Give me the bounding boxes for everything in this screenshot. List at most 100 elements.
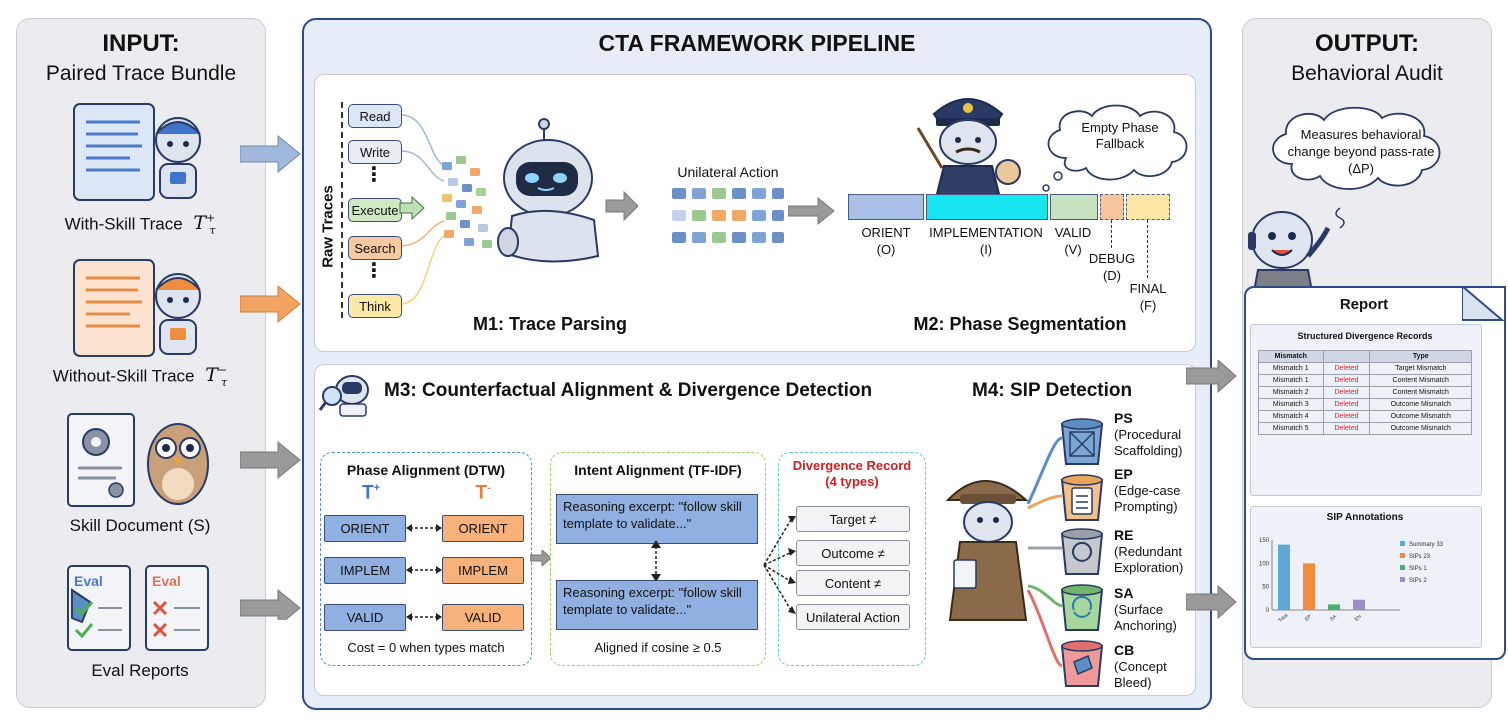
divergence-records-title: Structured Divergence Records — [1297, 331, 1433, 341]
chart-bar — [1278, 544, 1290, 610]
with-skill-trace-illustration — [73, 103, 201, 201]
arrow-right-icon — [1186, 360, 1237, 394]
divergence-content: Content ≠ — [796, 570, 910, 596]
bin-ps-icon — [1060, 418, 1104, 465]
phase-chip-plus: ORIENT — [324, 515, 406, 542]
eval-reports-label: Eval Reports — [91, 661, 189, 680]
legend-label: Summary 33 — [1409, 542, 1444, 548]
legend-swatch — [1400, 553, 1405, 558]
intent-link — [651, 540, 661, 582]
sip-ep-code: EP — [1114, 466, 1133, 482]
input-subtitle: Paired Trace Bundle — [45, 62, 237, 85]
action-write: Write — [348, 140, 402, 164]
action-search: Search — [348, 236, 402, 260]
unilateral-action-label: Unilateral Action — [677, 164, 779, 180]
eval-pass-document-icon: Eval — [67, 565, 131, 651]
input-title: INPUT: — [102, 30, 180, 57]
phase-segmentation-illustration — [916, 98, 1021, 198]
phase-orient — [848, 194, 924, 220]
m2-title: M2: Phase Segmentation — [913, 314, 1127, 334]
bin-re-icon — [1060, 528, 1104, 575]
arrow-right-icon — [240, 284, 301, 324]
legend-swatch — [1400, 541, 1405, 546]
divergence-outcome: Outcome ≠ — [796, 540, 910, 566]
phase-final — [1126, 194, 1170, 220]
table-header: Type — [1369, 350, 1472, 363]
with-skill-trace-label: With-Skill Trace T+τ — [64, 212, 216, 238]
phase-valid — [1050, 194, 1098, 220]
phase-orient-label: ORIENT(O) — [861, 225, 911, 257]
action-read: Read — [348, 104, 402, 128]
arrow-right-icon — [240, 588, 301, 620]
phase-alignment-note: Cost = 0 when types match — [347, 640, 505, 655]
sip-sa-code: SA — [1114, 585, 1134, 601]
empty-phase-fallback-text: Empty Phase Fallback — [1081, 120, 1159, 151]
sip-ps-code: PS — [1114, 410, 1133, 426]
detective-robot-icon — [318, 375, 369, 417]
bin-ep-icon — [1060, 474, 1104, 521]
parsing-robot-icon — [497, 118, 600, 263]
m4-title: M4: SIP Detection — [972, 380, 1133, 401]
table-header — [1322, 350, 1371, 363]
legend-label: SIPs 1 — [1409, 566, 1427, 572]
output-arrows — [1186, 360, 1237, 620]
skill-document-label: Skill Document (S) — [69, 516, 211, 535]
phase-chip-plus: IMPLEM — [324, 557, 406, 584]
legend-label: SIPs 23 — [1409, 554, 1431, 560]
action-ellipsis: ⋮ — [364, 164, 384, 186]
x-tick-label: SA — [1329, 613, 1338, 622]
debug-leader — [1111, 220, 1112, 248]
report-page-fold-icon — [1462, 286, 1504, 321]
raw-traces-label: Raw Traces — [319, 185, 337, 268]
arrow-right-icon — [240, 440, 301, 480]
chart-bar — [1353, 599, 1365, 610]
robot-worker-icon — [155, 273, 201, 355]
arrow-right-icon — [399, 195, 425, 221]
m1-title: M1: Trace Parsing — [472, 314, 628, 334]
action-execute: Execute — [348, 198, 402, 222]
phase-implementation-label: IMPLEMENTATION(I) — [929, 225, 1043, 257]
bin-sa-icon — [1060, 584, 1104, 631]
intent-alignment-note: Aligned if cosine ≥ 0.5 — [594, 640, 722, 655]
phase-debug — [1100, 194, 1124, 220]
arrow-right-icon — [240, 134, 301, 174]
robot-mechanic-icon — [155, 117, 201, 199]
phase-alignment-title: Phase Alignment (DTW) — [346, 462, 506, 478]
divergence-target: Target ≠ — [796, 506, 910, 532]
final-leader — [1147, 220, 1148, 278]
action-ellipsis: ⋮ — [364, 260, 384, 282]
x-tick-label: EP — [1304, 613, 1313, 622]
raw-traces-divider — [341, 102, 343, 318]
intent-alignment-box — [550, 452, 766, 666]
output-title: OUTPUT: — [1315, 30, 1419, 57]
sip-annotations-title: SIP Annotations — [1326, 512, 1404, 523]
divergence-branches — [763, 516, 796, 614]
eval-reports-illustration: Eval Eval — [67, 565, 209, 651]
phase-chip-minus: ORIENT — [442, 515, 524, 542]
conductor-robot-icon — [916, 98, 1021, 198]
chart-bar — [1328, 604, 1340, 610]
legend-label: SIPs 2 — [1409, 578, 1427, 584]
legend-swatch — [1400, 577, 1405, 582]
reasoning-excerpt-minus: Reasoning excerpt: "follow skill templat… — [556, 580, 758, 630]
phase-final-label: FINAL(F) — [1129, 281, 1167, 313]
m3-title: M3: Counterfactual Alignment & Divergenc… — [384, 380, 873, 401]
arrow-right-icon — [788, 196, 835, 226]
reasoning-excerpt-plus: Reasoning excerpt: "follow skill templat… — [556, 494, 758, 544]
alignment-links — [406, 524, 442, 621]
input-arrows — [240, 134, 301, 620]
phase-valid-label: VALID(V) — [1054, 225, 1092, 257]
trace-parsing-illustration — [399, 114, 638, 305]
arrow-to-segmentation — [788, 196, 835, 226]
unilateral-action-grid — [672, 188, 784, 243]
report-title: Report — [1339, 296, 1389, 313]
sip-detection-illustration — [945, 418, 1104, 687]
divergence-unilateral: Unilateral Action — [796, 604, 910, 630]
